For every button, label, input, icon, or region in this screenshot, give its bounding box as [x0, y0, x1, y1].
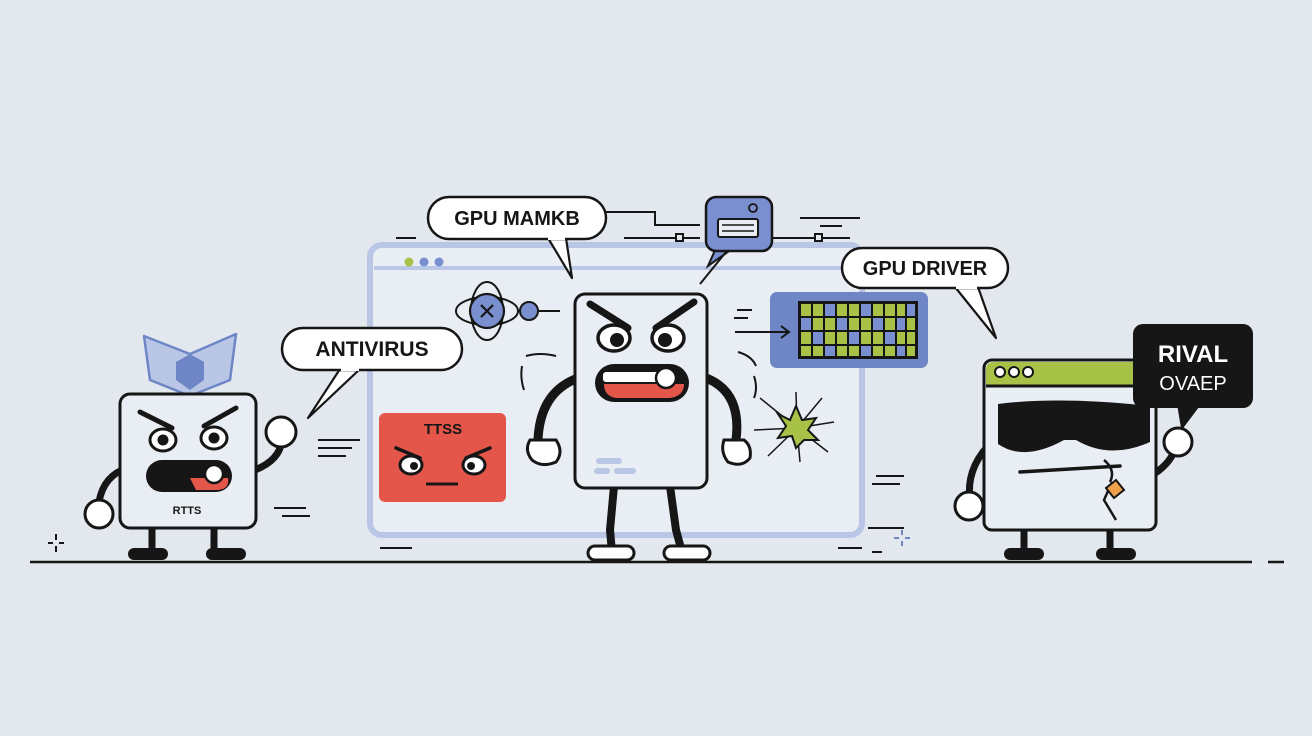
- sparkle-icon: [894, 530, 910, 546]
- gpu-driver-label: GPU DRIVER: [863, 258, 988, 280]
- rival-character: [953, 358, 1194, 560]
- ttss-label: TTSS: [424, 421, 462, 438]
- rival-label-line2: OVAEP: [1159, 373, 1226, 395]
- rtts-label: RTTS: [173, 505, 202, 517]
- chat-keyboard-icon[interactable]: [704, 195, 774, 269]
- data-grid-panel: [770, 292, 928, 368]
- arrow-to-grid: [734, 309, 791, 339]
- rival-bubble: RIVAL OVAEP: [1133, 324, 1253, 431]
- top-connector-lines: [396, 211, 860, 242]
- antivirus-label: ANTIVIRUS: [315, 338, 428, 361]
- rival-window-controls-icon[interactable]: [994, 366, 1034, 378]
- rtts-character: RTTS: [83, 332, 298, 560]
- ttss-alert-panel: TTSS: [379, 413, 506, 502]
- center-character: [520, 292, 757, 562]
- impact-burst-icon: [753, 391, 835, 463]
- x-node-icon: [455, 281, 560, 341]
- antivirus-bubble: ANTIVIRUS: [280, 326, 464, 420]
- gpu-mamkb-bubble: GPU MAMKB: [426, 195, 608, 280]
- gpu-driver-bubble: GPU DRIVER: [840, 246, 1010, 340]
- sparkle-icon: [48, 534, 64, 552]
- gpu-mamkb-label: GPU MAMKB: [454, 208, 580, 230]
- shield-hat-icon: [142, 332, 238, 398]
- window-controls-icon[interactable]: [404, 257, 444, 267]
- rival-label-line1: RIVAL: [1158, 341, 1228, 368]
